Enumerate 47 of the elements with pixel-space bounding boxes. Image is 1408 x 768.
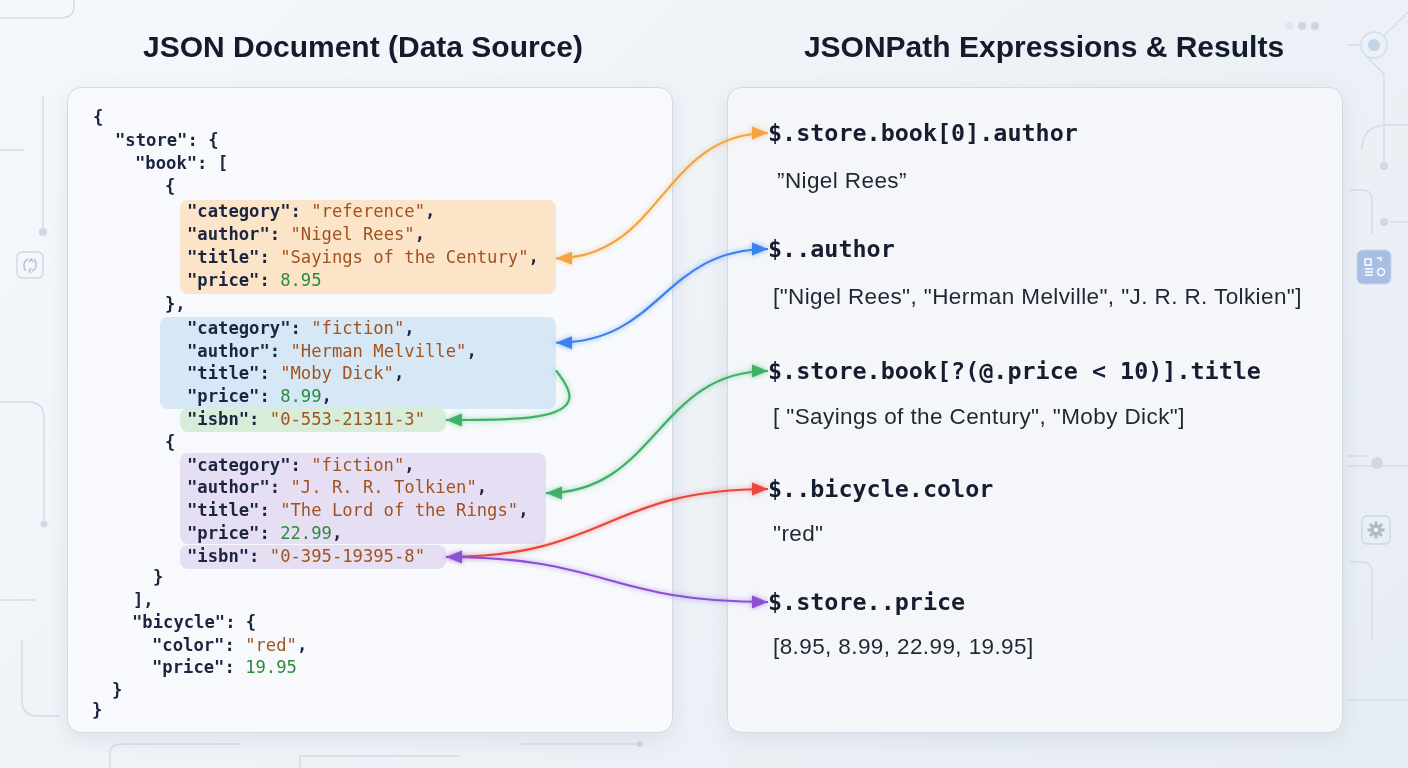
result-text: ["Nigel Rees", "Herman Melville", "J. R. R. Tolkien"] — [773, 282, 1302, 310]
result-text: [ "Sayings of the Century", "Moby Dick"] — [773, 402, 1185, 430]
arrow — [446, 369, 571, 427]
highlighted-code-block — [160, 317, 556, 409]
code-line: "title": "Sayings of the Century", — [187, 246, 539, 269]
highlighted-code-block — [180, 453, 546, 544]
code-line: } — [92, 698, 103, 722]
code-line: "author": "J. R. R. Tolkien", — [187, 476, 488, 499]
code-line: "title": "Moby Dick", — [187, 362, 405, 386]
code-line: ], — [133, 588, 154, 612]
code-line: "color": "red", — [152, 633, 308, 657]
jsonpath-expression: $.store.book[?(@.price < 10)].title — [768, 356, 1261, 386]
code-line: "price": 8.95 — [187, 269, 322, 292]
code-line: "category": "fiction", — [187, 453, 415, 477]
code-line: "price": 22.99, — [187, 521, 343, 545]
code-line: "price": 19.95 — [152, 655, 297, 679]
code-line: "author": "Herman Melville", — [187, 339, 477, 363]
code-line: } — [153, 565, 164, 589]
code-line: "isbn": "0-553-21311-3" — [187, 408, 425, 431]
highlighted-code-block — [180, 200, 556, 294]
code-line: "price": 8.99, — [187, 385, 332, 408]
double-headed-arrow — [555, 128, 769, 264]
jsonpath-expression: $.store.book[0].author — [768, 118, 1078, 148]
code-line: } — [112, 678, 123, 702]
jsonpath-expression: $..bicycle.color — [768, 474, 994, 504]
code-line: "category": "fiction", — [187, 317, 415, 340]
code-line: "category": "reference", — [187, 200, 436, 223]
double-headed-arrow — [445, 550, 769, 609]
code-line: "isbn": "0-395-19395-8" — [187, 545, 425, 568]
code-line: }, — [165, 292, 186, 316]
panel-heading: JSON Document (Data Source) — [142, 30, 584, 64]
panel-heading: JSONPath Expressions & Results — [803, 30, 1285, 64]
double-headed-arrow — [545, 366, 769, 498]
code-line: { — [165, 430, 176, 454]
jsonpath-expression: $..author — [768, 234, 895, 264]
code-line: { — [165, 174, 176, 198]
result-text: [8.95, 8.99, 22.99, 19.95] — [773, 632, 1034, 660]
double-headed-arrow — [555, 243, 769, 349]
result-text: ”Nigel Rees” — [777, 166, 907, 194]
jsonpath-expression: $.store..price — [768, 587, 966, 617]
code-line: "title": "The Lord of the Rings", — [187, 498, 529, 522]
code-line: "bicycle": { — [132, 610, 257, 634]
code-line: "store": { — [115, 128, 219, 152]
code-line: "book": [ — [135, 151, 229, 175]
code-line: { — [93, 105, 104, 129]
code-line: "author": "Nigel Rees", — [187, 223, 426, 246]
result-text: "red" — [773, 519, 824, 547]
